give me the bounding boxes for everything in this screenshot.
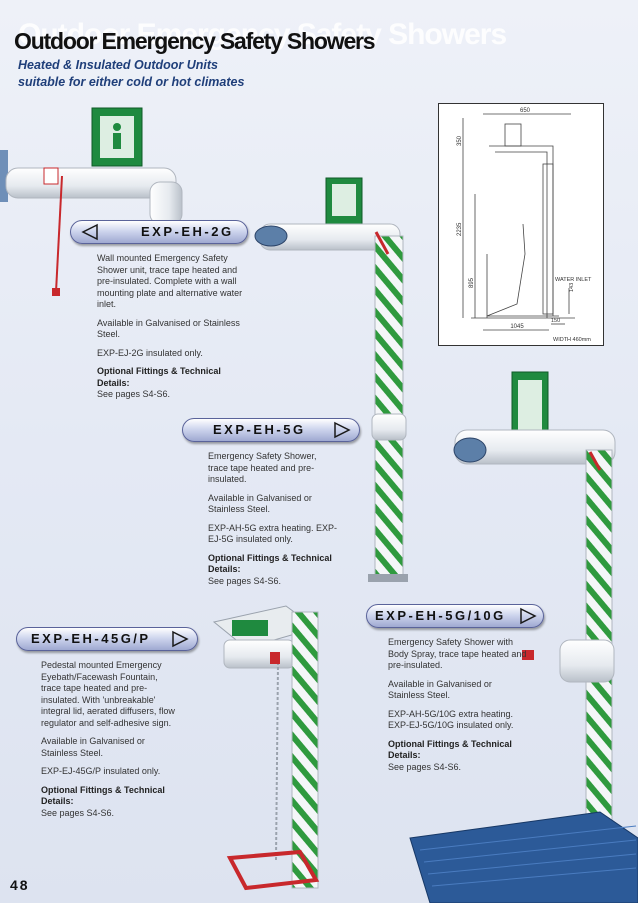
product-code-label: EXP-EH-5G/10G [375,608,506,623]
page-subtitle: Heated & Insulated Outdoor Units suitabl… [18,57,244,91]
standalone-shower-illustration [254,177,408,582]
product-block-eh-5g10g: Emergency Safety Shower with Body Spray,… [388,637,528,773]
arrow-right-icon [520,607,537,625]
pages-reference: See pages S4-S6. [41,807,115,818]
product-availability: Available in Galvanised or Stainless Ste… [41,736,145,758]
product-availability: Available in Galvanised or Stainless Ste… [97,317,240,340]
product-variants: EXP-EJ-2G insulated only. [97,347,203,358]
product-description: Emergency Safety Shower with Body Spray,… [388,637,527,670]
product-block-eh-2g: Wall mounted Emergency Safety Shower uni… [97,253,247,401]
dim-base: 1045 [510,324,524,330]
product-availability: Available in Galvanised or Stainless Ste… [208,492,312,515]
product-availability: Available in Galvanised or Stainless Ste… [388,678,492,701]
dim-upper: 350 [457,135,463,146]
product-code-pill-eh-5g10g: EXP-EH-5G/10G [366,604,544,628]
product-variants: EXP-AH-5G/10G extra heating. EXP-EJ-5G/1… [388,708,514,731]
background-title: Outdoor Emergency Safety Showers [18,18,507,51]
product-description: Pedestal mounted Emergency Eyebath/Facew… [41,660,175,728]
product-description: Emergency Safety Shower, trace tape heat… [208,451,317,484]
eyebath-illustration [212,605,320,891]
page-title: Outdoor Emergency Safety Showers [14,28,376,54]
product-block-eh-45gp: Pedestal mounted Emergency Eyebath/Facew… [41,660,179,819]
product-variants: EXP-EJ-45G/P insulated only. [41,766,161,776]
dim-foot: 150 [551,318,560,324]
optional-fittings-label: Optional Fittings & Technical Details: [97,366,221,388]
dim-top: 650 [520,108,531,114]
product-code-pill-eh-2g: EXP-EH-2G [70,220,248,244]
subtitle-line-2: suitable for either cold or hot climates [18,75,245,89]
product-code-pill-eh-5g: EXP-EH-5G [182,418,360,442]
product-code-label: EXP-EH-45G/P [31,631,151,646]
optional-fittings-label: Optional Fittings & Technical Details: [388,738,512,761]
width-note: WIDTH 460mm [553,337,591,343]
dim-total: 2235 [457,222,463,236]
pages-reference: See pages S4-S6. [97,389,171,399]
wall-shower-illustration [0,107,183,296]
optional-fittings-label: Optional Fittings & Technical Details: [41,784,165,807]
product-code-pill-eh-45gp: EXP-EH-45G/P [16,627,198,651]
dimension-diagram: 650 350 2235 895 1045 150 143 WATER INLE… [438,103,604,346]
arrow-right-icon [334,421,351,439]
product-code-label: EXP-EH-5G [213,422,306,437]
product-block-eh-5g: Emergency Safety Shower, trace tape heat… [208,451,338,587]
water-inlet-label: WATER INLET [555,277,592,283]
product-variants: EXP-AH-5G extra heating. EXP-EJ-5G insul… [208,522,338,545]
body-spray-shower-illustration [409,371,638,903]
page-number: 48 [10,877,30,893]
optional-fittings-label: Optional Fittings & Technical Details: [208,552,332,575]
dim-inlet: 143 [569,283,575,292]
dim-lower: 895 [469,277,475,288]
product-code-label: EXP-EH-2G [141,224,234,239]
subtitle-line-1: Heated & Insulated Outdoor Units [18,58,219,72]
pages-reference: See pages S4-S6. [388,761,462,772]
arrow-right-icon [172,630,189,648]
pages-reference: See pages S4-S6. [208,575,282,586]
product-description: Wall mounted Emergency Safety Shower uni… [97,253,243,309]
arrow-left-icon [81,223,98,241]
